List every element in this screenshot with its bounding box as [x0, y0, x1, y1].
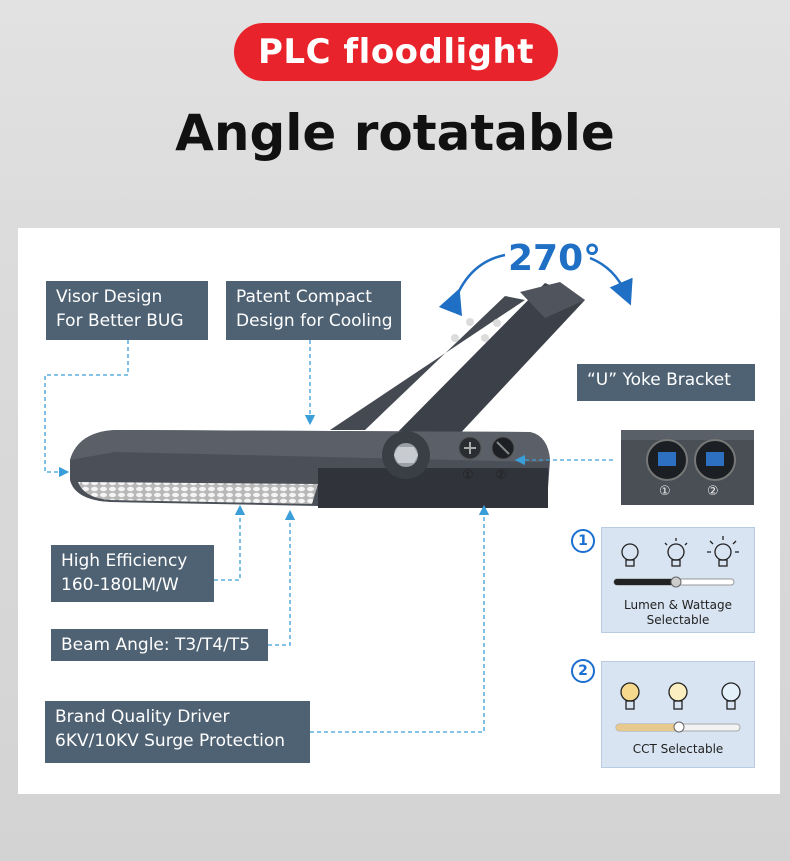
yoke-arm-back — [330, 296, 525, 430]
closeup-label-1: ① — [659, 484, 671, 499]
led-array — [78, 482, 318, 504]
selector-number-2: 2 — [571, 659, 595, 683]
lumen-caption: Lumen & Wattage Selectable — [624, 598, 732, 627]
selector-number-1: 1 — [571, 529, 595, 553]
cct-caption: CCT Selectable — [632, 742, 724, 756]
closeup-label-2: ② — [707, 484, 719, 499]
product-badge: PLC floodlight — [234, 23, 558, 81]
rotation-degrees: 270° — [508, 238, 602, 279]
beam-angle-label: Beam Angle: T3/T4/T5 — [51, 629, 268, 661]
cct-selector-panel — [601, 661, 755, 768]
driver-box — [318, 468, 548, 508]
rotation-arc-left — [438, 253, 506, 317]
switch-label-2: ② — [495, 468, 507, 483]
page-title: Angle rotatable — [175, 104, 615, 162]
switch-label-1: ① — [462, 468, 474, 483]
yoke-arm-front — [385, 283, 585, 455]
yoke-bracket-label: “U” Yoke Bracket — [577, 364, 755, 401]
rotation-arc-right — [589, 256, 633, 306]
